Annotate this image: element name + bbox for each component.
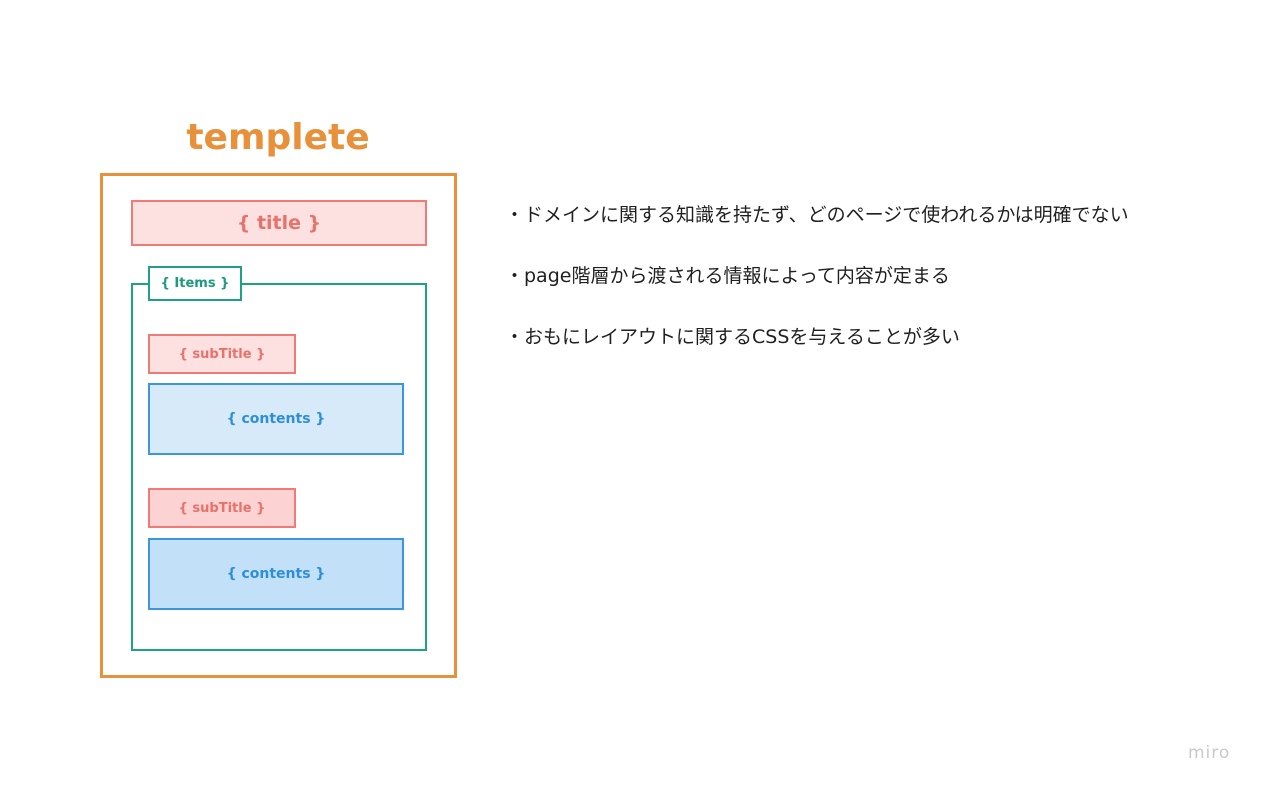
items-frame xyxy=(131,283,427,651)
contents-box: { contents } xyxy=(148,383,404,455)
contents-box: { contents } xyxy=(148,538,404,610)
subtitle-box: { subTitle } xyxy=(148,334,296,374)
title-placeholder-box: { title } xyxy=(131,200,427,246)
note-item: ・ドメインに関する知識を持たず、どのページで使われるかは明確でない xyxy=(505,204,1129,226)
note-item: ・page階層から渡される情報によって内容が定まる xyxy=(505,265,950,287)
items-label-tab: { Items } xyxy=(148,266,242,301)
miro-watermark: miro xyxy=(1188,743,1231,763)
template-frame xyxy=(100,173,457,678)
note-item: ・おもにレイアウトに関するCSSを与えることが多い xyxy=(505,326,960,348)
notes-list: ・ドメインに関する知識を持たず、どのページで使われるかは明確でない ・page階… xyxy=(505,198,1245,381)
template-heading: templete xyxy=(186,117,370,158)
subtitle-box: { subTitle } xyxy=(148,488,296,528)
